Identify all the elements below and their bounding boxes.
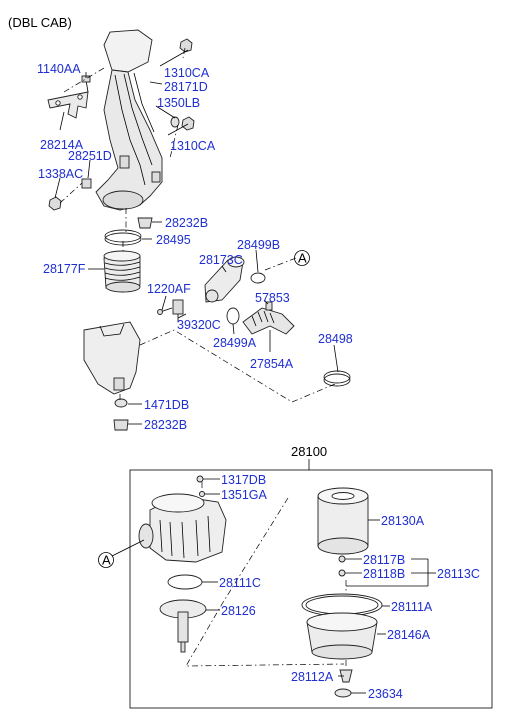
elbow-28173C-part: [204, 256, 245, 303]
clip-28251D-part: [81, 178, 92, 189]
label-1338AC: 1338AC: [38, 167, 83, 181]
stand-28126-part: [159, 599, 207, 653]
air-cleaner-body-part: [138, 493, 227, 563]
label-28146A: 28146A: [387, 628, 431, 642]
label-28251D: 28251D: [68, 149, 112, 163]
cap-28232B-upper-part: [137, 217, 153, 229]
reference-callout-a-upper: A: [294, 250, 310, 266]
reference-callout-a-lower: A: [98, 539, 145, 568]
label-57853: 57853: [255, 291, 290, 305]
bolt-1220AF-part: [157, 307, 173, 315]
label-28111C: 28111C: [219, 576, 261, 590]
label-28100: 28100: [291, 444, 327, 459]
label-28177F: 28177F: [43, 262, 86, 276]
label-28130A: 28130A: [381, 514, 425, 528]
snorkel-duct-part: [95, 29, 163, 211]
label-28126: 28126: [221, 604, 256, 618]
bracket-28113C: [346, 558, 436, 587]
label-28214A: 28214A: [40, 138, 84, 152]
bolt-1140AA-part: [81, 75, 91, 93]
ring-28499A-part: [226, 307, 240, 325]
hose-27854A-part: [242, 307, 295, 335]
label-28499B: 28499B: [237, 238, 280, 252]
leader-lines-lower: [202, 478, 390, 694]
label-39320C: 39320C: [177, 318, 221, 332]
label-28173C: 28173C: [199, 253, 243, 267]
bolt-1317DB-part: [196, 475, 204, 483]
bracket-28214A-part: [47, 91, 89, 119]
label-1350LB: 1350LB: [157, 96, 200, 110]
variant-title: (DBL CAB): [8, 15, 72, 30]
nut-1338AC-part: [48, 196, 62, 211]
label-27854A: 27854A: [250, 357, 294, 371]
label-28117B: 28117B: [363, 553, 405, 567]
label-28495: 28495: [156, 233, 191, 247]
label-28171D: 28171D: [164, 80, 208, 94]
valve-28112A-part: [339, 669, 353, 683]
svg-text:A: A: [102, 553, 111, 568]
label-1220AF: 1220AF: [147, 282, 191, 296]
nut-1310CA-mid-part: [181, 116, 195, 131]
nut-1310CA-top-part: [179, 38, 193, 53]
resonator-part: [83, 321, 141, 395]
assembly-frame: [129, 469, 493, 709]
clamp-28498-part: [323, 370, 351, 387]
part-28118B: [338, 569, 346, 577]
gasket-28111C-part: [167, 574, 203, 590]
label-28232B-lower: 28232B: [144, 418, 187, 432]
cap-28232B-lower-part: [113, 419, 129, 431]
grommet-1471DB-part: [114, 398, 128, 408]
clamp-28499B-part: [250, 272, 266, 284]
label-1471DB: 1471DB: [144, 398, 189, 412]
label-28111A: 28111A: [391, 600, 433, 614]
label-1351GA: 1351GA: [221, 488, 268, 502]
label-28112A: 28112A: [291, 670, 334, 684]
filter-element-28130A-part: [317, 487, 369, 555]
label-28118B: 28118B: [363, 567, 405, 581]
fitting-57853-part: [265, 301, 273, 311]
label-1140AA: 1140AA: [37, 62, 81, 76]
bolt-1351GA-part: [198, 490, 206, 498]
cover-28146A-part: [306, 612, 378, 660]
label-28113C: 28113C: [437, 567, 480, 581]
label-1317DB: 1317DB: [221, 473, 266, 487]
label-28499A: 28499A: [213, 336, 257, 350]
part-28117B: [338, 555, 346, 563]
hose-28177F-part: [103, 250, 141, 293]
washer-1350LB-part: [170, 116, 180, 128]
washer-23634-part: [334, 688, 352, 698]
label-28232B-upper: 28232B: [165, 216, 208, 230]
label-1310CA-mid: 1310CA: [170, 139, 216, 153]
label-28498: 28498: [318, 332, 353, 346]
label-1310CA-top: 1310CA: [164, 66, 210, 80]
svg-text:A: A: [298, 251, 307, 266]
label-23634: 23634: [368, 687, 403, 701]
leader-lines-upper: [54, 49, 339, 425]
